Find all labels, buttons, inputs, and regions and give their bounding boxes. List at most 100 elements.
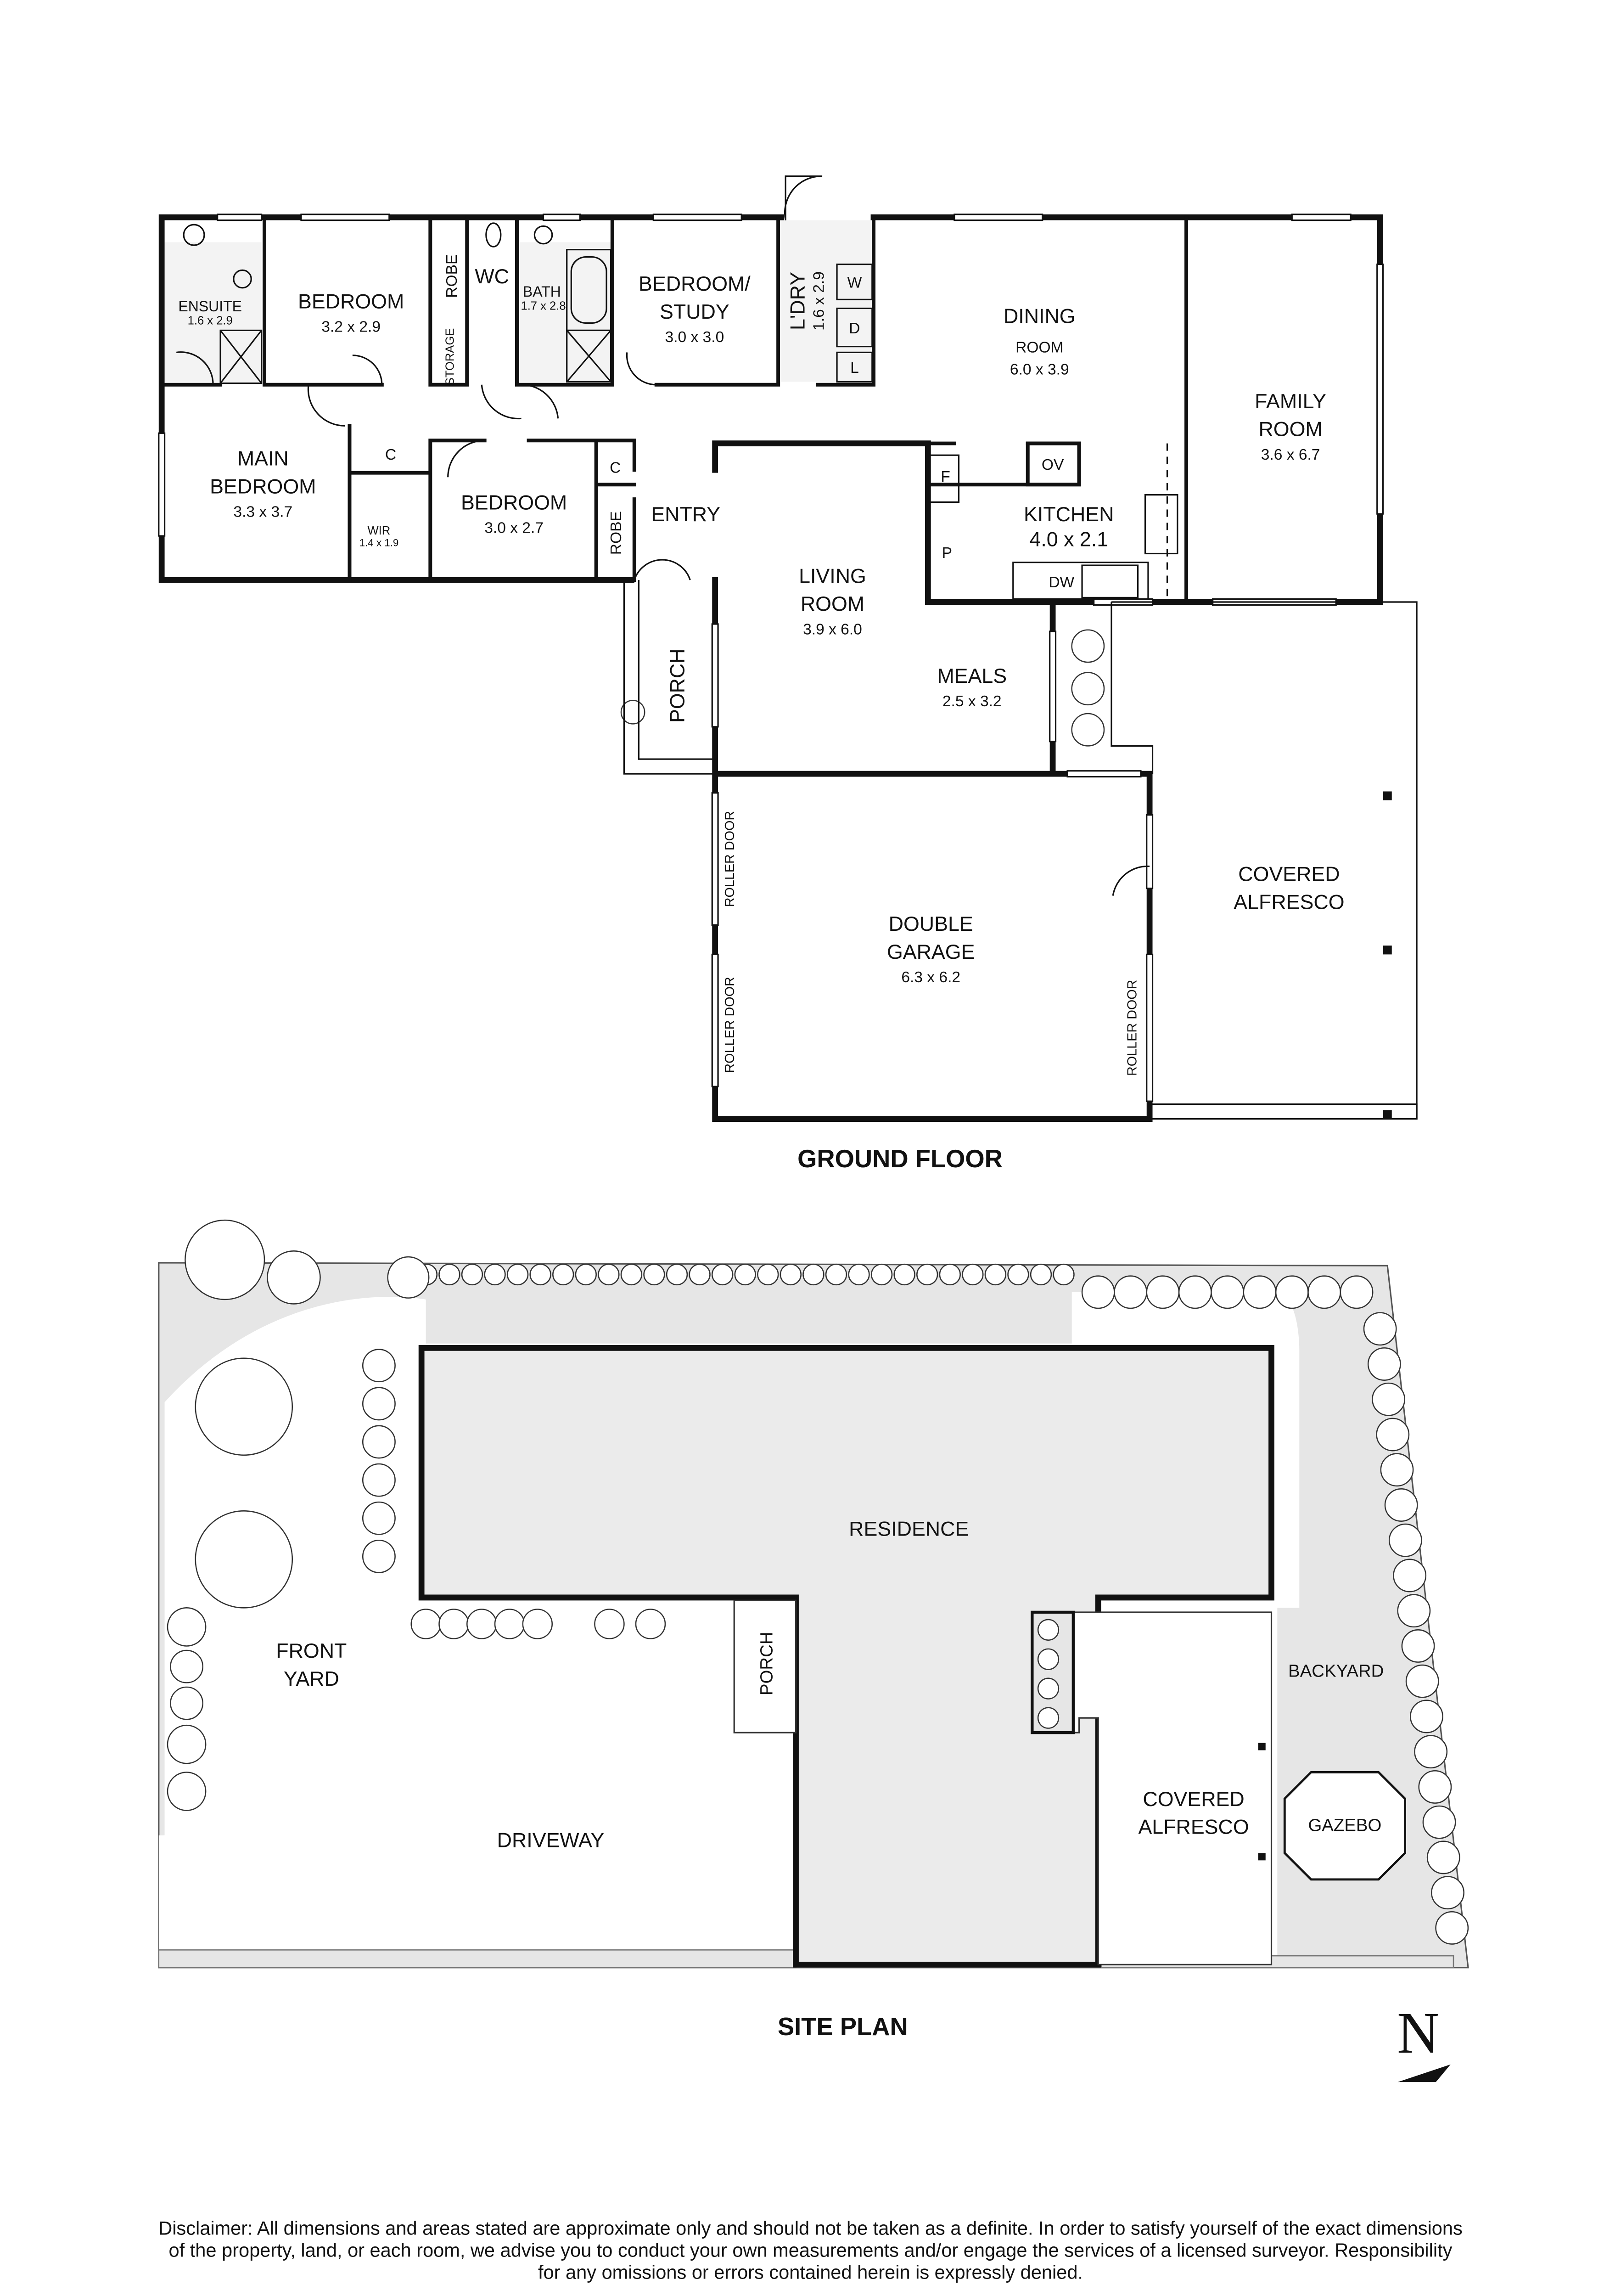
windows xyxy=(158,214,1384,1102)
disclaimer-line-3: for any omissions or errors contained he… xyxy=(538,2262,1083,2283)
bath-size: 1.7 x 2.8 xyxy=(521,300,566,313)
tree-icon xyxy=(1426,1840,1460,1874)
linen-1-label: C xyxy=(385,446,396,463)
site-porch-label: PORCH xyxy=(757,1632,776,1696)
tree-icon xyxy=(167,1724,207,1764)
fridge-label: F xyxy=(941,468,950,485)
pantry-label: P xyxy=(942,545,952,562)
dining-label-line2: ROOM xyxy=(1015,339,1063,356)
study-label-line1: BEDROOM/ xyxy=(639,272,751,295)
tree-icon xyxy=(1211,1275,1245,1309)
fixtures xyxy=(183,222,1178,600)
gazebo-label: GAZEBO xyxy=(1308,1815,1381,1835)
tree-icon xyxy=(466,1609,497,1639)
tree-icon xyxy=(643,1263,665,1286)
tree-icon xyxy=(1307,1275,1341,1309)
main-bedroom-size: 3.3 x 3.7 xyxy=(233,504,292,521)
tree-icon xyxy=(780,1263,802,1286)
ensuite-tiles xyxy=(164,242,262,382)
kitchen-bench-icon xyxy=(1012,562,1149,600)
porch-label: PORCH xyxy=(666,648,689,723)
tree-icon xyxy=(1401,1629,1435,1663)
sink-icon xyxy=(1081,564,1139,599)
gazebo-shape xyxy=(1283,1771,1406,1881)
tree-icon xyxy=(167,1607,207,1647)
tree-icon xyxy=(1030,1263,1052,1286)
tree-icon xyxy=(195,1510,293,1609)
tree-icon xyxy=(195,1357,293,1456)
living-label-line1: LIVING xyxy=(799,564,866,587)
tree-icon xyxy=(1384,1488,1418,1522)
alfresco-edge xyxy=(1149,1103,1418,1120)
oven-icon xyxy=(1026,441,1081,487)
front-door xyxy=(634,559,691,580)
laundry-label: L'DRY xyxy=(786,272,809,330)
front-yard-label-line2: YARD xyxy=(284,1667,339,1690)
tree-icon xyxy=(1081,1275,1115,1309)
tree-icon xyxy=(552,1263,574,1286)
tree-icon xyxy=(438,1609,469,1639)
laundry-tiles xyxy=(781,220,872,382)
tree-icon xyxy=(1037,1707,1060,1729)
tree-icon xyxy=(1178,1275,1212,1309)
tree-icon xyxy=(167,1772,207,1811)
site-plan-title: SITE PLAN xyxy=(778,2013,908,2041)
door-swing xyxy=(176,351,214,385)
tree-icon xyxy=(802,1263,825,1286)
tree-icon xyxy=(916,1263,938,1286)
entry-label: ENTRY xyxy=(651,503,720,526)
front-edge xyxy=(158,1949,796,1969)
disclaimer-line-1: Disclaimer: All dimensions and areas sta… xyxy=(158,2217,1463,2239)
wir-size: 1.4 x 1.9 xyxy=(359,537,398,548)
tree-icon xyxy=(1397,1594,1431,1628)
tree-icon xyxy=(1388,1523,1422,1557)
roller-door-2-label: ROLLER DOOR xyxy=(723,977,737,1073)
dishwasher-label: DW xyxy=(1049,574,1074,591)
site-porch xyxy=(733,1599,797,1733)
alfresco-posts xyxy=(1383,791,1392,1119)
basin-icon xyxy=(183,224,205,246)
tree-icon xyxy=(689,1263,711,1286)
tree-icon xyxy=(1037,1677,1060,1699)
tree-icon xyxy=(170,1649,203,1683)
tree-icon xyxy=(1376,1418,1410,1452)
tree-icon xyxy=(1007,1263,1029,1286)
tree-icon xyxy=(620,1263,643,1286)
living-label-line2: ROOM xyxy=(801,592,864,615)
tree-icon xyxy=(170,1686,203,1720)
tree-icon xyxy=(1275,1275,1309,1309)
dryer-icon xyxy=(836,307,873,348)
disclaimer: Disclaimer: All dimensions and areas sta… xyxy=(158,2217,1463,2283)
north-arrow-icon: N xyxy=(1397,2000,1451,2082)
tree-icon xyxy=(1367,1347,1401,1381)
family-size: 3.6 x 6.7 xyxy=(1261,446,1320,463)
residence-label: RESIDENCE xyxy=(849,1518,969,1541)
tree-icon xyxy=(494,1609,525,1639)
living-size: 3.9 x 6.0 xyxy=(803,621,862,638)
tree-icon xyxy=(1431,1876,1464,1910)
laundry-tub-icon xyxy=(836,351,873,383)
family-label-line2: ROOM xyxy=(1258,418,1322,441)
tree-icon xyxy=(1405,1664,1439,1698)
alfresco-label-line1: COVERED xyxy=(1238,863,1340,886)
dining-size: 6.0 x 3.9 xyxy=(1010,361,1069,378)
disclaimer-line-2: of the property, land, or each room, we … xyxy=(169,2240,1453,2261)
tree-icon xyxy=(962,1263,984,1286)
basin-icon xyxy=(533,225,553,245)
garage-label-line2: GARAGE xyxy=(887,940,975,963)
roller-door-3-label: ROLLER DOOR xyxy=(1125,980,1139,1076)
site-posts xyxy=(1258,1743,1266,1861)
tree-icon xyxy=(893,1263,915,1286)
tree-icon xyxy=(635,1609,666,1639)
ground-floor-plan: ENSUITE 1.6 x 2.9 BEDROOM 3.2 x 2.9 ROBE… xyxy=(158,175,1418,1173)
meals-size: 2.5 x 3.2 xyxy=(942,693,1002,710)
garage-size: 6.3 x 6.2 xyxy=(901,969,960,986)
doors xyxy=(176,175,1150,896)
bath-label: BATH xyxy=(523,283,561,300)
backyard-label: BACKYARD xyxy=(1288,1661,1384,1681)
tree-icon xyxy=(939,1263,961,1286)
tree-icon xyxy=(1363,1312,1397,1346)
garage-side-door xyxy=(1112,865,1150,896)
tree-icon xyxy=(575,1263,597,1286)
